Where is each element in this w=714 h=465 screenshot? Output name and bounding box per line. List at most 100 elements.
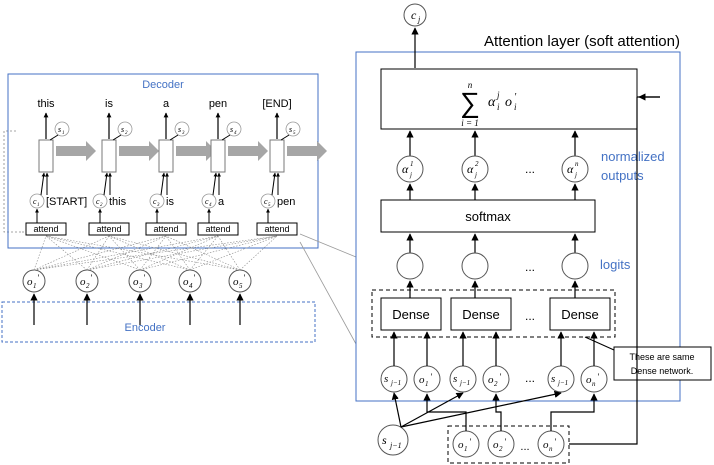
decoder-context-arrow [40,172,46,196]
decoder-state-flow-arrow [287,141,327,161]
encoder-node-base: o [233,276,239,288]
decoder-output-word: a [163,98,170,110]
attend-connection [189,235,219,271]
alpha-sup: n [575,160,579,168]
alpha-sup: 1 [410,160,414,168]
decoder-input-word: pen [277,196,295,208]
encoder-node-sub: 2 [86,282,90,290]
decoder-state-sub: 2 [125,131,128,136]
bottom-output-node [452,430,480,458]
dense-input-output-node [482,365,510,393]
normalized-label-2: outputs [601,168,644,183]
encoder-title: Encoder [125,322,166,334]
zoom-line-top [299,233,357,258]
attend-connection [86,235,110,271]
encoder-node-sup: ′ [37,273,40,283]
decoder-output-word: is [105,98,113,110]
encoder-panel [1,301,316,343]
dense-input-output-node [580,365,608,393]
encoder-node-sub: 5 [239,282,243,290]
encoder-node-sup: ′ [90,273,93,283]
encoder-outputs-group [447,425,570,464]
decoder-state-link [280,134,290,141]
decoder-attend-box [145,222,187,236]
decoder-state-sub: 4 [234,131,237,136]
decoder-attend-label: attend [153,224,178,234]
decoder-title: Decoder [142,79,184,91]
decoder-context-node [149,193,165,209]
dense-input-output-base: o [586,374,592,386]
attend-connection [33,235,278,271]
alpha-sub: j [474,171,477,179]
dense-input-state-base: s [384,373,388,385]
dense-ellipsis: ... [525,309,535,323]
decoder-context-arrow [212,172,218,196]
decoder-state-label: s [58,125,61,134]
decoder-context-sub: 5 [268,203,271,208]
decoder-context-label: c [205,197,209,206]
sum-o: o [505,95,512,110]
alpha-node [396,155,424,183]
decoder-state-link [112,134,122,141]
decoder-output-word: [END] [262,98,291,110]
note-pointer [584,336,615,351]
attend-connection [86,235,278,271]
attend-connection [108,235,191,271]
logit-row [396,233,589,298]
decoder-state-node [285,121,301,137]
decoder-state-sub: 5 [293,131,296,136]
normalized-label-1: normalized [601,149,665,164]
logit-node [461,252,489,280]
decoder-state-flow-arrow [119,141,159,161]
bottom-output-sub: n [549,445,553,453]
bottom-output-node [537,430,565,458]
context-vector-sub: j [417,15,421,24]
decoder-input-word: is [166,196,174,208]
dense-input-output-sub: 1 [425,380,429,388]
sum-alpha: α [488,95,496,110]
decoder-attend-box [25,222,67,236]
decoder-context-node [260,193,276,209]
attend-connection [108,235,141,271]
alpha-base: α [567,162,574,176]
dense-input-output-node [413,365,441,393]
decoder-state-node [174,121,190,137]
bottom-output-sup: ′ [554,437,557,447]
decoder-context-label: c [33,197,37,206]
attend-connection [165,235,191,271]
logit-ellipsis: ... [525,260,535,274]
decoder-state-label: s [289,125,292,134]
attend-connection [239,235,278,271]
dense-input-state-base: s [551,373,555,385]
bottom-output-to-pair-arrow [550,393,598,431]
dense-input-output-base: o [419,374,425,386]
bottom-state-to-pair-arrow [400,392,464,428]
decoder-state-label: s [121,125,124,134]
weighted-sum-box [380,68,638,130]
bottom-output-sup: ′ [504,437,507,447]
decoder-context-node [201,193,217,209]
bottom-output-to-pair-arrow [423,393,467,431]
attend-connection [33,235,47,271]
attend-connection [86,235,219,271]
attend-connection [165,235,241,271]
decoder-context-node [92,193,108,209]
decoder-state-flow-arrow [56,141,96,161]
encoder-node-sup: ′ [193,273,196,283]
alpha-sub: j [574,171,577,179]
decoder-attend-box [197,222,239,236]
bottom-state-to-pair-arrow [391,392,402,428]
attend-connection [108,235,241,271]
alpha-node [561,155,589,183]
decoder-context-label: c [264,197,268,206]
input-ellipsis: ... [525,371,535,385]
decoder-context-arrow [103,172,109,196]
decoder-rnn-cell [210,139,226,173]
decoder-context-arrow [160,172,166,196]
decoder-rnn-cell [101,139,117,173]
encoder-node-base: o [80,276,86,288]
attend-connection [86,235,167,271]
dense-layer-label: Dense [462,307,500,322]
logit-node [561,252,589,280]
